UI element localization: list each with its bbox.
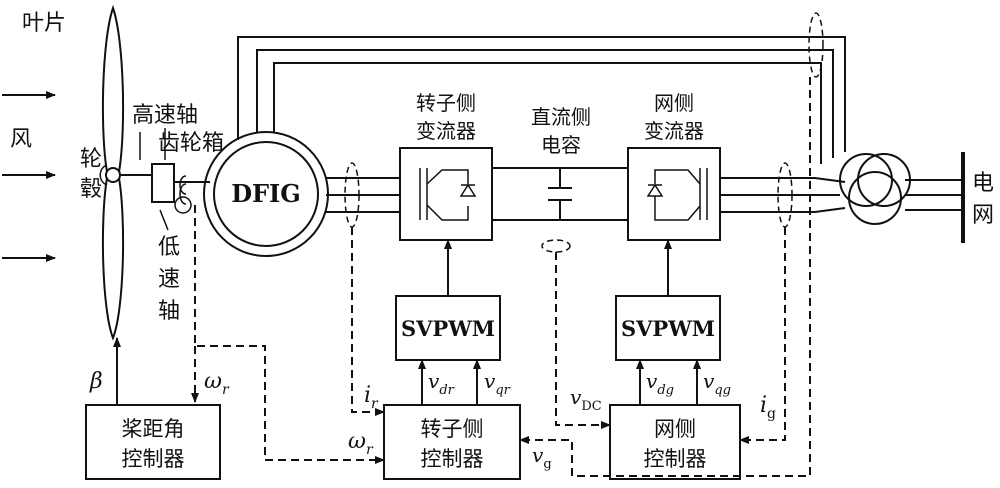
grid-label-2: 网: [972, 203, 994, 228]
pitch-controller-label-2: 控制器: [122, 447, 185, 471]
gearbox-box: [151, 163, 175, 203]
dfig-label: DFIG: [231, 179, 301, 208]
dc-capacitor-label-2: 电容: [541, 133, 581, 157]
grid-converter-lines: [720, 177, 846, 213]
beta-label: β: [89, 369, 103, 394]
feedback-signals: [191, 77, 811, 477]
grid-converter-label-1: 网侧: [654, 91, 694, 115]
hub-label-1: 轮: [80, 147, 102, 172]
stator-voltage-sensor: [808, 12, 824, 78]
rotor-side-converter: [399, 147, 493, 241]
grid-side-converter: [627, 147, 721, 241]
turbine-blades: [99, 4, 125, 341]
wind-label: 风: [10, 127, 32, 152]
rotor-converter-label-1: 转子侧: [416, 91, 476, 115]
hub-label-2: 毂: [80, 177, 102, 202]
dc-capacitor-label-1: 直流侧: [531, 105, 591, 129]
vqg-label: vqg: [703, 369, 731, 398]
omega-r-label: ωr: [204, 369, 230, 398]
gearbox-label: 齿轮箱: [158, 131, 224, 156]
vdg-label: vdg: [646, 369, 674, 398]
rotor-controller-label-1: 转子侧: [421, 417, 484, 441]
rotor-controller-label-2: 控制器: [421, 447, 484, 471]
wind-arrows: [2, 91, 56, 262]
pitch-controller-box: [85, 404, 221, 480]
grid-converter-label-2: 变流器: [644, 119, 704, 143]
vqr-label: vqr: [484, 369, 511, 398]
grid-label-1: 电: [972, 171, 994, 196]
pitch-controller-label-1: 桨距角: [122, 417, 185, 441]
grid-controller-label-2: 控制器: [644, 447, 707, 471]
ig-label: ig: [760, 393, 776, 422]
vdc-label: vDC: [570, 385, 602, 414]
low-speed-shaft-label-2: 速: [158, 267, 180, 292]
vg-label: vg: [532, 443, 552, 472]
transformer: [839, 153, 911, 225]
svpwm-grid-label: SVPWM: [621, 316, 715, 341]
vdr-label: vdr: [428, 369, 455, 398]
dc-voltage-sensor: [541, 239, 571, 253]
low-speed-shaft-label-1: 低: [158, 235, 180, 260]
stator-lines: [237, 36, 846, 164]
grid-controller-label-1: 网侧: [654, 417, 696, 441]
svpwm-rotor-label: SVPWM: [401, 316, 495, 341]
blade-label: 叶片: [22, 11, 66, 36]
dc-link: [492, 167, 628, 221]
omega-r-label-2: ωr: [348, 429, 374, 458]
rotor-lines: [326, 177, 400, 213]
ir-label: ir: [364, 383, 379, 412]
grid-lines: [905, 152, 965, 243]
high-speed-shaft-label: 高速轴: [132, 103, 198, 128]
low-speed-shaft-label-3: 轴: [158, 299, 180, 324]
rotor-converter-label-2: 变流器: [416, 119, 476, 143]
